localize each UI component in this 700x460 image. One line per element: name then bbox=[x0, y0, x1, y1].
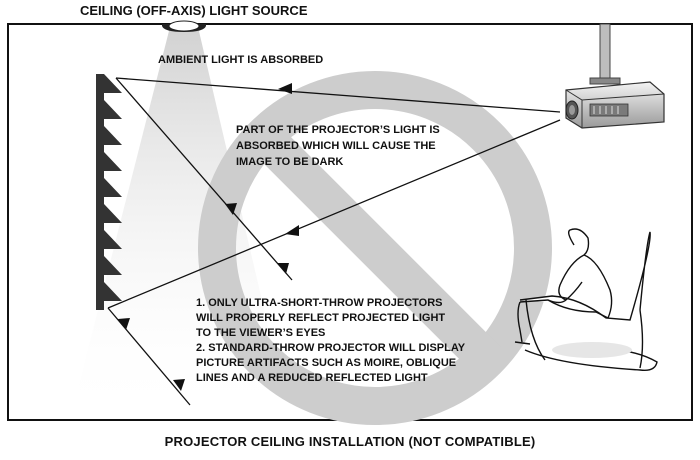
diagram-caption: PROJECTOR CEILING INSTALLATION (NOT COMP… bbox=[165, 434, 536, 449]
projector-note: PART OF THE PROJECTOR’S LIGHT IS ABSORBE… bbox=[236, 124, 440, 168]
notes-line: LINES AND A REDUCED REFLECTED LIGHT bbox=[196, 372, 428, 384]
notes-line: TO THE VIEWER’S EYES bbox=[196, 327, 325, 339]
ray-projector-to-screen-bottom bbox=[107, 119, 561, 309]
ceiling-lamp-icon bbox=[162, 20, 206, 32]
seated-viewer-icon bbox=[514, 228, 658, 372]
ceiling-source-label: CEILING (OFF-AXIS) LIGHT SOURCE bbox=[80, 3, 308, 18]
arrowhead-ambient bbox=[278, 83, 292, 94]
projector-note-line: PART OF THE PROJECTOR’S LIGHT IS bbox=[236, 124, 440, 136]
light-rays bbox=[107, 77, 561, 406]
ray-reflection-lower bbox=[107, 307, 191, 406]
arrowhead-lower-out-a bbox=[118, 318, 130, 330]
ray-projector-to-screen-top bbox=[115, 77, 561, 113]
projector-icon bbox=[565, 81, 665, 129]
notes-line: WILL PROPERLY REFLECT PROJECTED LIGHT bbox=[196, 312, 445, 324]
arrowhead-upper-ray-a bbox=[225, 203, 237, 215]
arrowhead-lower-incoming bbox=[285, 225, 299, 236]
prohibition-icon bbox=[198, 71, 552, 425]
projector-note-line: IMAGE TO BE DARK bbox=[236, 156, 343, 168]
notes-line: 1. ONLY ULTRA-SHORT-THROW PROJECTORS bbox=[196, 297, 443, 309]
notes-line: 2. STANDARD-THROW PROJECTOR WILL DISPLAY bbox=[196, 342, 466, 354]
ambient-light-label: AMBIENT LIGHT IS ABSORBED bbox=[158, 54, 323, 66]
sawtooth-screen bbox=[96, 74, 122, 310]
compatibility-notes: 1. ONLY ULTRA-SHORT-THROW PROJECTORS WIL… bbox=[196, 297, 466, 384]
arrowhead-upper-ray-b bbox=[277, 263, 289, 274]
ray-reflection-upper bbox=[115, 77, 293, 281]
projector-mount bbox=[589, 23, 621, 85]
projector-note-line: ABSORBED WHICH WILL CAUSE THE bbox=[236, 140, 436, 152]
ray-arrowheads bbox=[118, 83, 299, 391]
notes-line: PICTURE ARTIFACTS SUCH AS MOIRE, OBLIQUE bbox=[196, 357, 456, 369]
arrowhead-lower-out-b bbox=[173, 379, 185, 391]
